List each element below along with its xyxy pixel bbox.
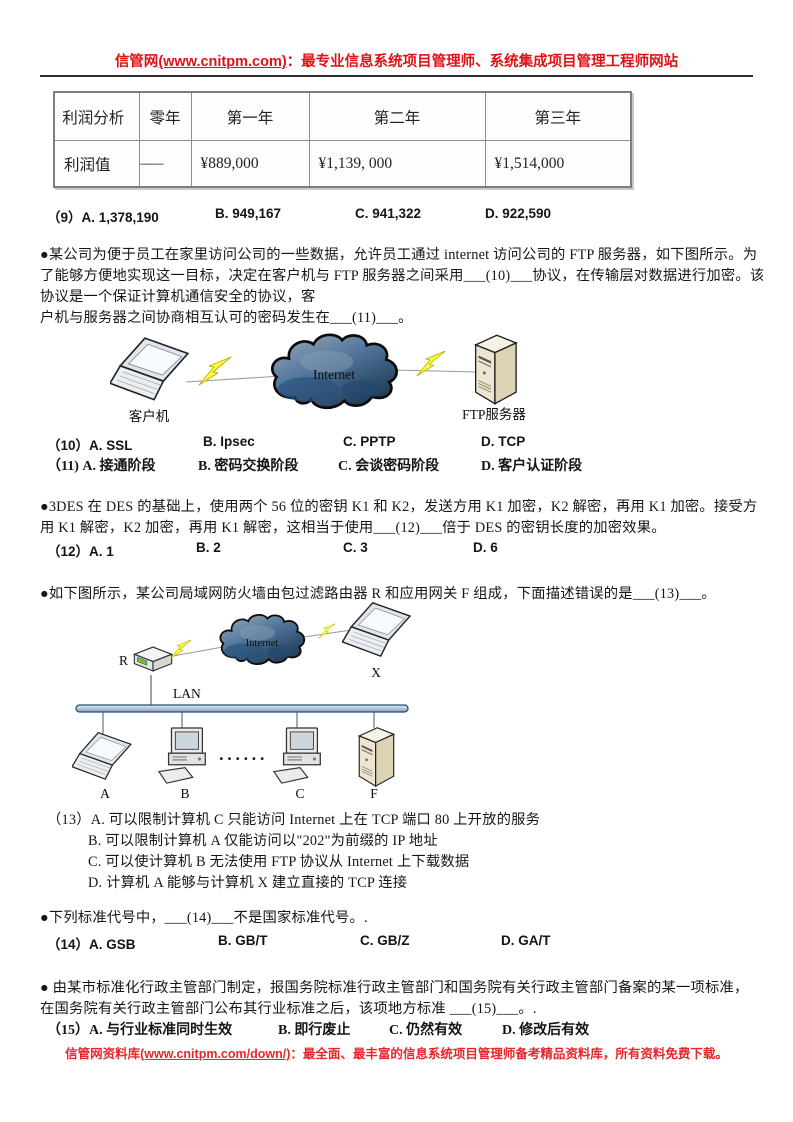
- header-cell-year0: 零年: [138, 91, 192, 141]
- client-laptop-icon: [110, 337, 189, 401]
- computer-a-icon: [72, 732, 132, 780]
- site-slogan: ：最专业信息系统项目管理师、系统集成项目管理工程师网站: [286, 54, 679, 70]
- q9-option-d: D. 922,590: [485, 206, 552, 221]
- q15-intro-line2: 在国务院有关行政主管部门公布其行业标准之后，该项地方标准 ___(15)___。…: [40, 1001, 537, 1017]
- q14-option-b: B. GB/T: [218, 933, 268, 948]
- q11-option-a: （11) A. 接通阶段: [47, 459, 156, 474]
- q14-options-row: （14）A. GSB B. GB/T C. GB/Z D. GA/T: [0, 933, 793, 953]
- q15-option-a: （15）A. 与行业标准同时生效: [47, 1023, 233, 1038]
- computer-x-label: X: [371, 665, 381, 680]
- q14-option-d: D. GA/T: [501, 933, 551, 948]
- lan-bus: [75, 704, 409, 713]
- router-label: R: [119, 653, 128, 668]
- internet-label: Internet: [246, 638, 279, 649]
- computer-b-icon: [158, 727, 206, 784]
- site-banner: 信管网(www.cnitpm.com)：最专业信息系统项目管理师、系统集成项目管…: [0, 50, 793, 71]
- internet-label: Internet: [313, 367, 355, 382]
- footer-slogan: ：最全面、最丰富的信息系统项目管理师备考精品资料库，所有资料免费下载。: [290, 1047, 728, 1061]
- q12-intro-line1: ●3DES 在 DES 的基础上，使用两个 56 位的密钥 K1 和 K2，发送…: [40, 499, 758, 515]
- link-cloud-server: [393, 369, 479, 373]
- q9-option-a: （9）A. 1,378,190: [47, 210, 159, 225]
- router-icon: [133, 646, 173, 672]
- lan-label: LAN: [173, 686, 201, 701]
- q9-option-b: B. 949,167: [215, 206, 282, 221]
- footer-banner: 信管网资料库(www.cnitpm.com/down/)：最全面、最丰富的信息系…: [0, 1043, 793, 1062]
- q15-options-row: （15）A. 与行业标准同时生效 B. 即行废止 C. 仍然有效 D. 修改后有…: [0, 1019, 793, 1039]
- q14-option-a: （14）A. GSB: [47, 937, 136, 952]
- table-data-row: 利润值 —— ¥889,000 ¥1,139, 000 ¥1,514,000: [53, 140, 632, 188]
- ftp-server-icon: [474, 334, 517, 405]
- lightning-bolt-icon: [170, 639, 192, 659]
- q10-intro-line1: ●某公司为便于员工在家里访问公司的一些数据，允许员工通过 internet 访问…: [40, 247, 758, 263]
- q15-option-d: D. 修改后有效: [502, 1023, 590, 1038]
- q12-option-b: B. 2: [196, 540, 221, 555]
- label-a: A: [100, 786, 110, 801]
- computer-c-icon: [273, 727, 321, 784]
- q9-option-c: C. 941,322: [355, 206, 422, 221]
- q12-option-a: （12）A. 1: [47, 544, 114, 559]
- q10-intro-line4: 户机与服务器之间协商相互认可的密码发生在___(11)___。: [40, 310, 413, 326]
- label-f: F: [370, 786, 378, 801]
- q10-intro-line2: 了能够方便地实现这一目标，决定在客户机与 FTP 服务器之间采用___(10)_…: [40, 268, 765, 284]
- cell-year3-value: ¥1,514,000: [484, 140, 632, 188]
- q14-option-c: C. GB/Z: [360, 933, 410, 948]
- table-header-row: 利润分析 零年 第一年 第二年 第三年: [53, 91, 632, 141]
- q13-option-a: （13）A. 可以限制计算机 C 只能访问 Internet 上在 TCP 端口…: [47, 812, 541, 828]
- lightning-bolt-icon: [198, 356, 232, 386]
- gateway-f-icon: [358, 727, 395, 787]
- q13-option-d: D. 计算机 A 能够与计算机 X 建立直接的 TCP 连接: [88, 875, 408, 891]
- lightning-bolt-icon: [318, 623, 336, 639]
- q9-options-row: （9）A. 1,378,190 B. 949,167 C. 941,322 D.…: [0, 206, 793, 226]
- q14-intro: ●下列标准代号中，___(14)___不是国家标准代号。.: [40, 910, 368, 926]
- q10-option-c: C. PPTP: [343, 434, 396, 449]
- link-client-cloud: [185, 375, 283, 383]
- q11-option-b: B. 密码交换阶段: [198, 459, 299, 474]
- q11-options-row: （11) A. 接通阶段 B. 密码交换阶段 C. 会谈密码阶段 D. 客户认证…: [0, 455, 793, 475]
- ellipsis-dots: ······: [218, 749, 267, 768]
- q13-option-c: C. 可以使计算机 B 无法使用 FTP 协议从 Internet 上下载数据: [88, 854, 470, 870]
- site-name: 信管网: [114, 54, 159, 70]
- site-url-link[interactable]: (www.cnitpm.com): [158, 54, 287, 70]
- header-cell-year3: 第三年: [484, 91, 632, 141]
- q10-option-b: B. Ipsec: [203, 434, 255, 449]
- q11-option-c: C. 会谈密码阶段: [338, 459, 440, 474]
- ftp-network-diagram: Internet 客户机 FTP服务器: [80, 330, 540, 425]
- q12-option-d: D. 6: [473, 540, 498, 555]
- q10-intro-line3: 协议是一个保证计算机通信安全的协议，客: [40, 289, 316, 305]
- q11-option-d: D. 客户认证阶段: [481, 459, 583, 474]
- client-label: 客户机: [129, 408, 170, 424]
- q13-option-b: B. 可以限制计算机 A 仅能访问以"202"为前缀的 IP 地址: [88, 833, 438, 849]
- q13-intro: ●如下图所示，某公司局域网防火墙由包过滤路由器 R 和应用网关 F 组成，下面描…: [40, 586, 716, 602]
- cell-year1-value: ¥889,000: [190, 140, 310, 188]
- firewall-lan-diagram: R Internet X LAN ······ A B C F: [60, 601, 500, 803]
- q10-options-row: （10）A. SSL B. Ipsec C. PPTP D. TCP: [0, 434, 793, 454]
- q12-option-c: C. 3: [343, 540, 368, 555]
- label-b: B: [180, 786, 189, 801]
- ftp-server-label: FTP服务器: [462, 407, 526, 422]
- cell-profit-label: 利润值: [53, 140, 140, 188]
- footer-url-link[interactable]: (www.cnitpm.com/down/): [140, 1047, 291, 1061]
- header-cell-year1: 第一年: [190, 91, 310, 141]
- lightning-bolt-icon: [416, 350, 446, 377]
- q12-intro-line2: 用 K1 解密，K2 加密，再用 K1 解密，这相当于使用___(12)___倍…: [40, 520, 666, 536]
- header-divider: [40, 75, 753, 77]
- cell-year2-value: ¥1,139, 000: [308, 140, 486, 188]
- cell-year0-dash: ——: [138, 140, 192, 188]
- profit-analysis-table: 利润分析 零年 第一年 第二年 第三年 利润值 —— ¥889,000 ¥1,1…: [53, 91, 632, 188]
- q15-intro-line1: ● 由某市标准化行政主管部门制定，报国务院标准行政主管部门和国务院有关行政主管部…: [40, 980, 749, 996]
- footer-site-name: 信管网资料库: [65, 1047, 141, 1061]
- header-cell-profit-analysis: 利润分析: [53, 91, 140, 141]
- q15-option-c: C. 仍然有效: [389, 1023, 463, 1038]
- q12-options-row: （12）A. 1 B. 2 C. 3 D. 6: [0, 540, 793, 560]
- q15-option-b: B. 即行废止: [278, 1023, 351, 1038]
- header-cell-year2: 第二年: [308, 91, 486, 141]
- q10-option-d: D. TCP: [481, 434, 526, 449]
- q10-option-a: （10）A. SSL: [47, 438, 133, 453]
- label-c: C: [295, 786, 304, 801]
- computer-x-icon: [342, 602, 411, 657]
